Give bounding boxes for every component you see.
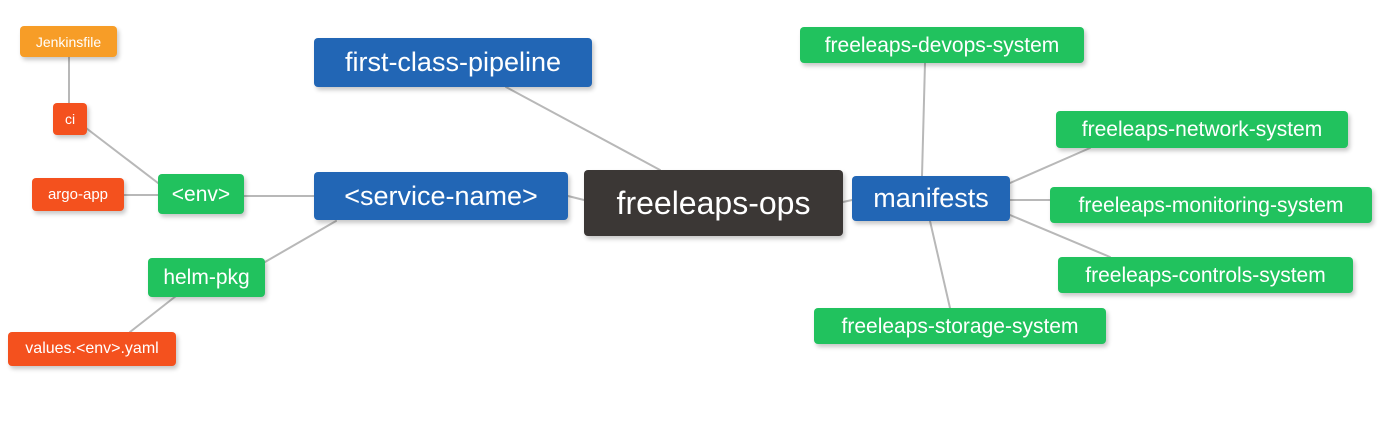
edge-manifests-to-freeleaps-network-system bbox=[1009, 147, 1091, 184]
mindmap-node-label-freeleaps-storage-system: freeleaps-storage-system bbox=[841, 314, 1079, 338]
edge-service-name-to-freeleaps-ops bbox=[567, 195, 585, 201]
mindmap-node-label-freeleaps-monitoring-system: freeleaps-monitoring-system bbox=[1078, 193, 1344, 217]
edge-ci-to-env bbox=[85, 127, 159, 184]
mindmap-node-jenkinsfile[interactable]: Jenkinsfile bbox=[20, 26, 117, 57]
mindmap-node-values-env-yaml[interactable]: values.<env>.yaml bbox=[8, 332, 176, 366]
edge-manifests-to-freeleaps-devops-system bbox=[921, 62, 926, 177]
mindmap-node-label-freeleaps-network-system: freeleaps-network-system bbox=[1081, 118, 1323, 141]
mindmap-node-argo-app[interactable]: argo-app bbox=[32, 178, 124, 211]
mindmap-node-label-ci: ci bbox=[64, 111, 76, 127]
mindmap-node-service-name[interactable]: <service-name> bbox=[314, 172, 568, 220]
mindmap-node-label-freeleaps-ops: freeleaps-ops bbox=[616, 185, 811, 221]
edge-helm-pkg-to-values-env-yaml bbox=[129, 295, 177, 333]
mindmap-node-label-helm-pkg: helm-pkg bbox=[163, 266, 250, 289]
edge-first-class-pipeline-to-freeleaps-ops bbox=[505, 86, 661, 171]
edge-freeleaps-ops-to-manifests bbox=[842, 199, 853, 203]
mindmap-node-env[interactable]: <env> bbox=[158, 174, 244, 214]
mindmap-node-label-jenkinsfile: Jenkinsfile bbox=[35, 33, 102, 50]
edge-service-name-to-helm-pkg bbox=[264, 220, 337, 263]
mindmap-node-helm-pkg[interactable]: helm-pkg bbox=[148, 258, 265, 297]
mindmap-node-label-freeleaps-controls-system: freeleaps-controls-system bbox=[1085, 263, 1326, 287]
mindmap-node-ci[interactable]: ci bbox=[53, 103, 87, 135]
mindmap-node-label-first-class-pipeline: first-class-pipeline bbox=[344, 47, 562, 77]
mindmap-node-first-class-pipeline[interactable]: first-class-pipeline bbox=[314, 38, 592, 87]
mindmap-node-label-freeleaps-devops-system: freeleaps-devops-system bbox=[824, 33, 1060, 57]
mindmap-node-freeleaps-network-system[interactable]: freeleaps-network-system bbox=[1056, 111, 1348, 148]
mindmap-node-freeleaps-storage-system[interactable]: freeleaps-storage-system bbox=[814, 308, 1106, 344]
mindmap-node-freeleaps-monitoring-system[interactable]: freeleaps-monitoring-system bbox=[1050, 187, 1372, 223]
mindmap-node-label-manifests: manifests bbox=[873, 183, 989, 213]
mindmap-node-freeleaps-controls-system[interactable]: freeleaps-controls-system bbox=[1058, 257, 1353, 293]
mindmap-node-manifests[interactable]: manifests bbox=[852, 176, 1010, 221]
mindmap-node-freeleaps-devops-system[interactable]: freeleaps-devops-system bbox=[800, 27, 1084, 63]
edge-manifests-to-freeleaps-storage-system bbox=[929, 220, 951, 309]
mindmap-node-label-values-env-yaml: values.<env>.yaml bbox=[25, 340, 159, 357]
mindmap-node-label-argo-app: argo-app bbox=[47, 186, 109, 203]
mindmap-node-freeleaps-ops[interactable]: freeleaps-ops bbox=[584, 170, 843, 236]
mindmap-node-label-service-name: <service-name> bbox=[344, 180, 538, 211]
mindmap-node-label-env: <env> bbox=[171, 182, 231, 206]
